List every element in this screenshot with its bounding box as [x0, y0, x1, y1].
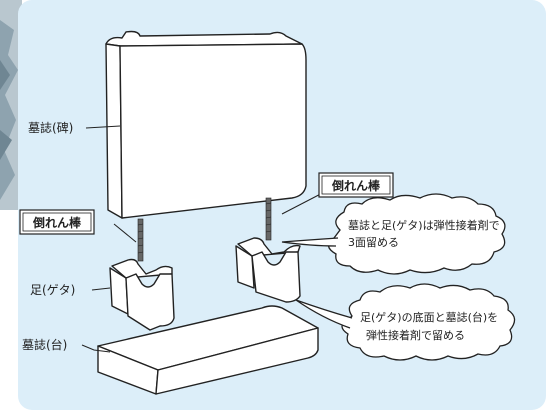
label-rod-right: 倒れん棒 [331, 178, 381, 193]
foot-block-right [235, 237, 301, 303]
base-slab [97, 305, 319, 395]
callout-lower-line2: 弾性接着剤で留める [366, 328, 465, 342]
callout-lower: 足(ゲタ)の底面と墓誌(台)を 弾性接着剤で留める [295, 283, 516, 361]
rod-right-label-box: 倒れん棒 [318, 172, 394, 198]
tablet-leader-line [85, 125, 121, 129]
foot-leader-line [91, 287, 111, 291]
foot-block-left [109, 258, 175, 331]
tablet-stone [105, 30, 307, 219]
label-rod-left: 倒れん棒 [32, 215, 82, 230]
rock-photo-strip [0, 0, 22, 210]
label-base: 墓誌(台) [22, 337, 67, 352]
rod-left [137, 218, 144, 262]
base-leader-line [81, 344, 111, 353]
callout-upper: 墓誌と足(ゲタ)は弾性接着剤で 3面留める [281, 193, 506, 275]
rod-right [265, 197, 272, 241]
label-tablet: 墓誌(碑) [28, 120, 73, 135]
callout-lower-line1: 足(ゲタ)の底面と墓誌(台)を [360, 310, 498, 324]
label-foot: 足(ゲタ) [30, 283, 75, 297]
callout-upper-line2: 3面留める [348, 236, 399, 249]
callout-upper-line1: 墓誌と足(ゲタ)は弾性接着剤で [348, 218, 500, 232]
rod-left-label-box: 倒れん棒 [19, 209, 95, 235]
rod-left-leader-line [113, 223, 137, 243]
